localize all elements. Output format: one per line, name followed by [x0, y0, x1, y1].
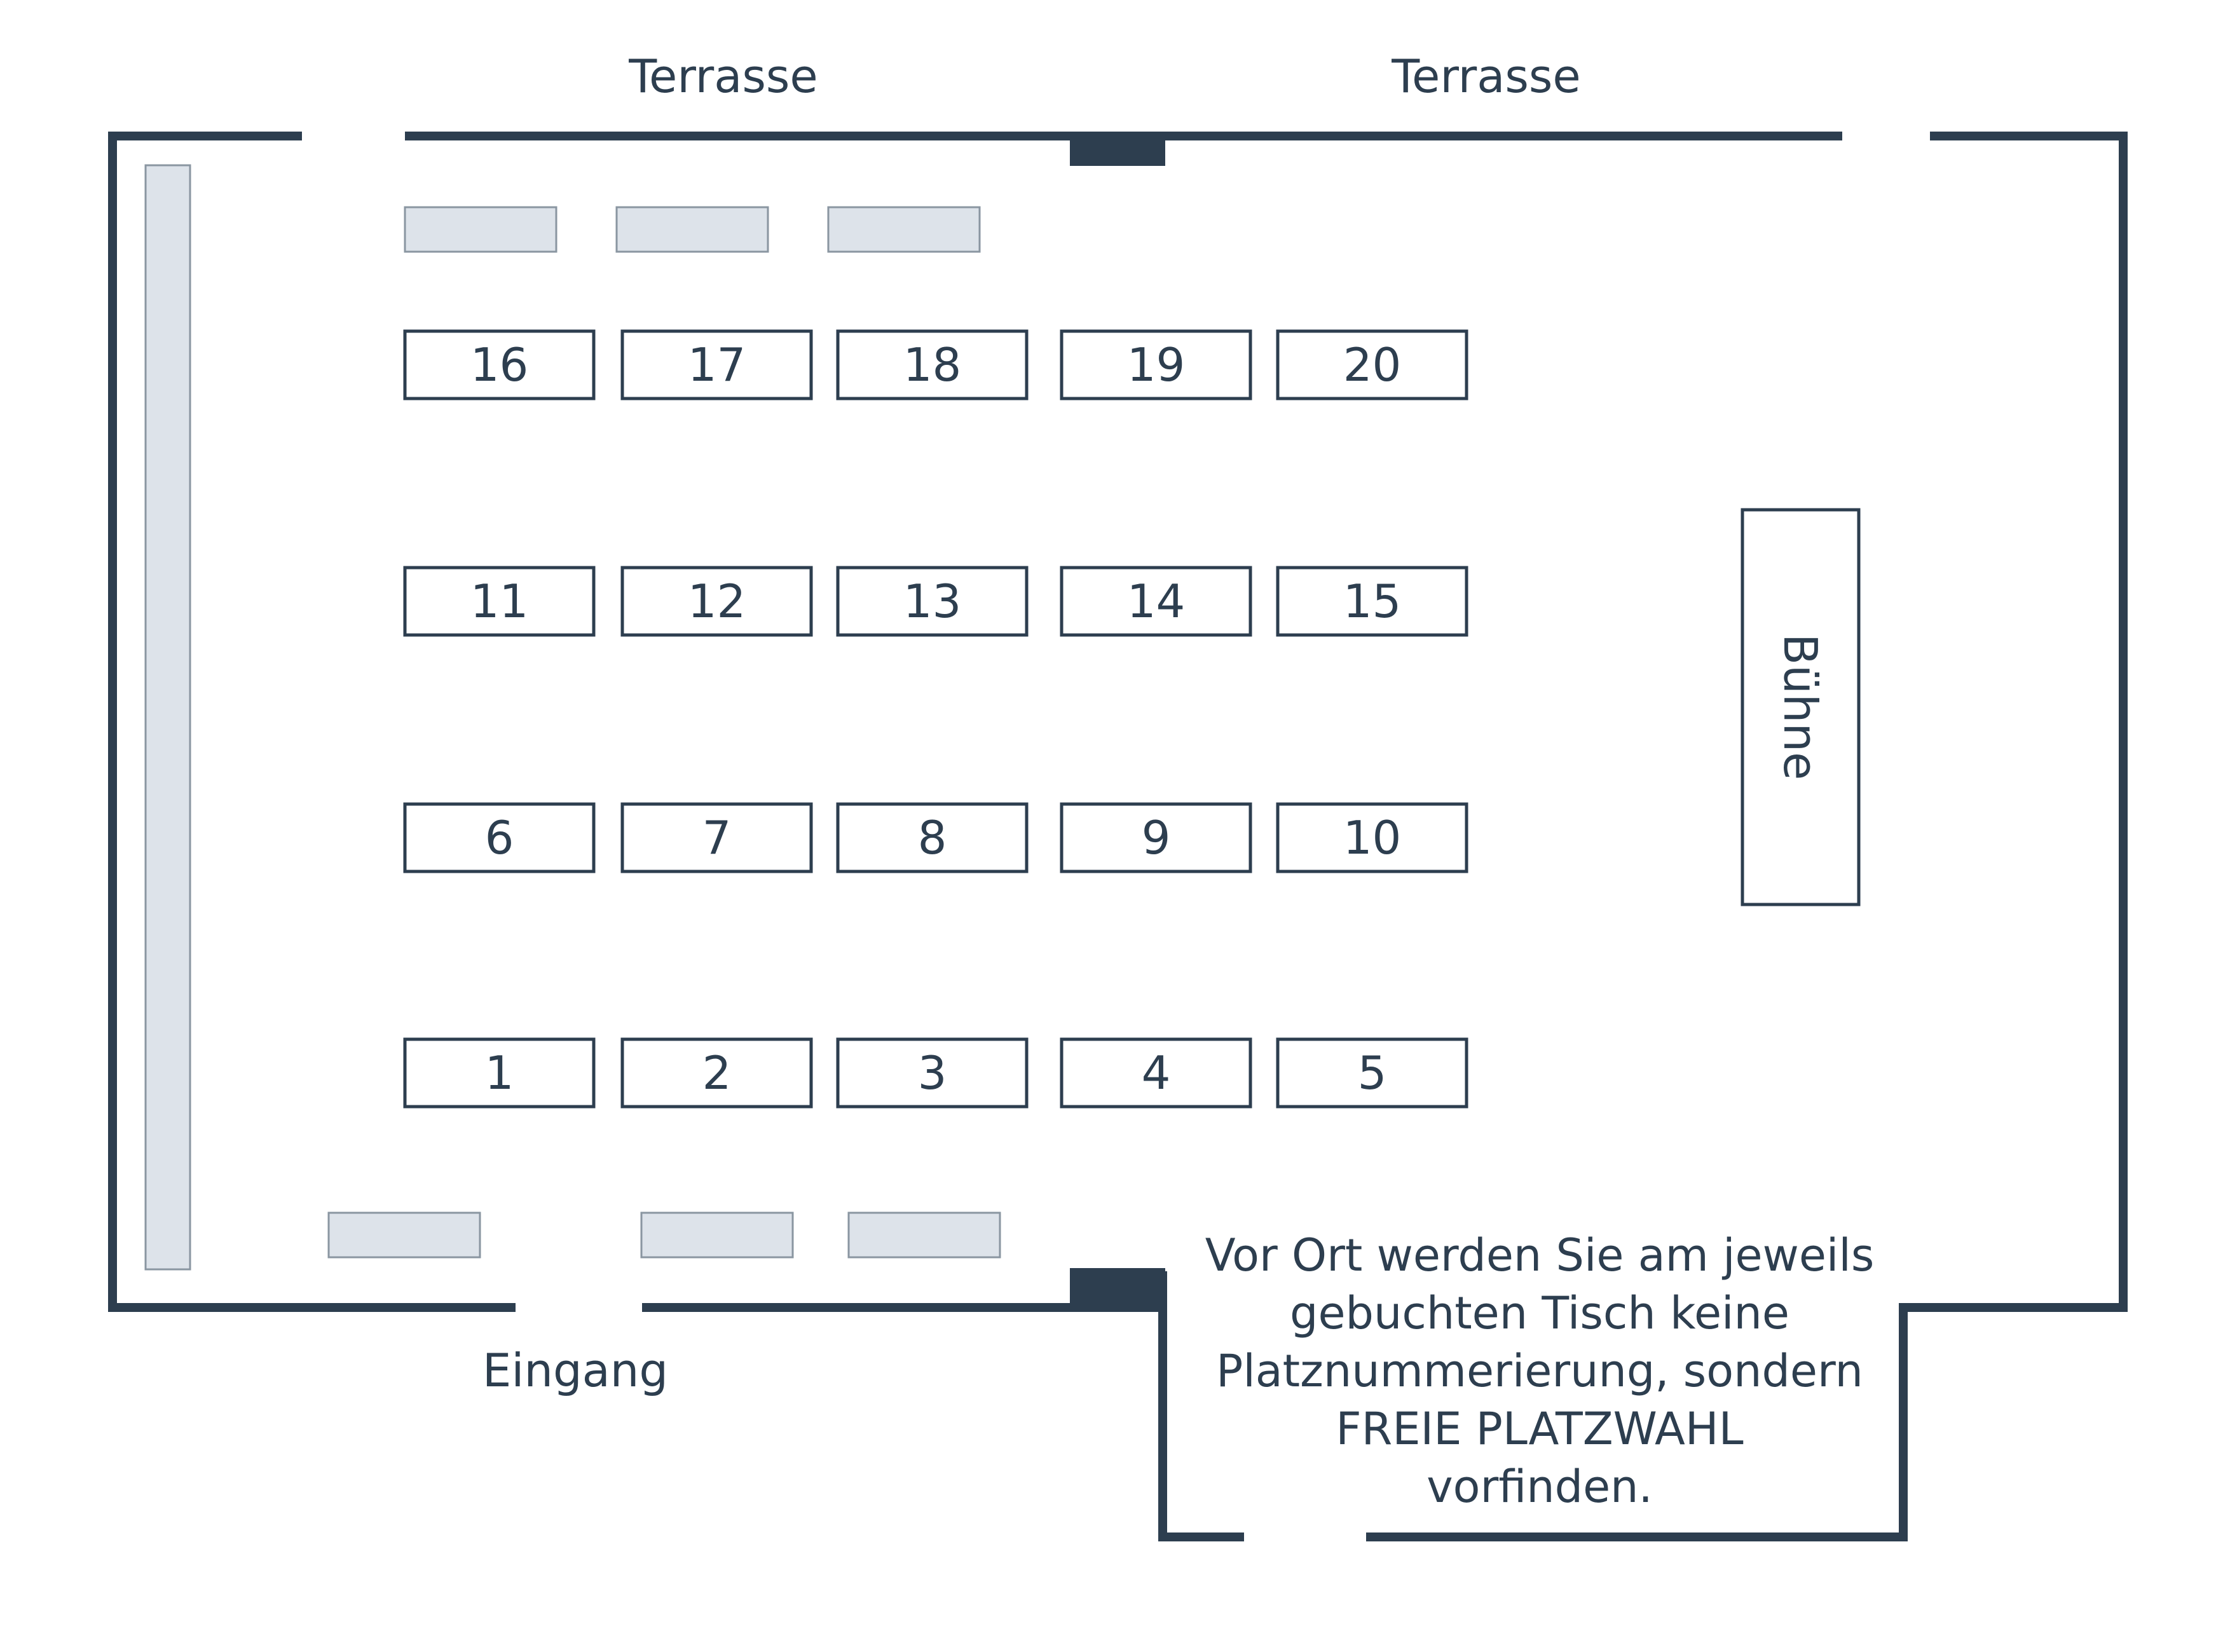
- stage-outline: [1741, 508, 1861, 906]
- table-4: 4: [1060, 1037, 1252, 1109]
- alcove-left-wall: [1158, 1271, 1167, 1541]
- entrance-label: Eingang: [482, 1344, 668, 1397]
- table-outline: [1060, 802, 1252, 873]
- terrace-label-left: Terrasse: [628, 50, 817, 103]
- wall-top-left: [108, 132, 302, 140]
- wall-bottom-right: [1899, 1303, 2128, 1312]
- terrace-label-right: Terrasse: [1391, 50, 1580, 103]
- table-8: 8: [836, 802, 1029, 873]
- table-number: 11: [470, 575, 529, 628]
- table-outline: [1276, 802, 1468, 873]
- table-number: 17: [688, 338, 746, 392]
- walls: [108, 132, 2128, 1541]
- table-5: 5: [1276, 1037, 1468, 1109]
- table-7: 7: [620, 802, 813, 873]
- table-6: 6: [403, 802, 596, 873]
- wall-right: [2119, 132, 2128, 1312]
- table-outline: [836, 1037, 1029, 1109]
- bench-top-2: [615, 206, 769, 253]
- alcove-bottom-left: [1158, 1533, 1244, 1541]
- table-14: 14: [1060, 566, 1252, 637]
- table-13: 13: [836, 566, 1029, 637]
- table-12: 12: [620, 566, 813, 637]
- seating-note: Vor Ort werden Sie am jeweils gebuchten …: [1205, 1229, 1875, 1513]
- table-16: 16: [403, 329, 596, 400]
- table-number: 8: [918, 811, 947, 864]
- note-line-3: Platznummerierung, sondern: [1216, 1345, 1863, 1397]
- table-outline: [1276, 329, 1468, 400]
- table-outline: [1276, 1037, 1468, 1109]
- table-number: 5: [1358, 1046, 1387, 1100]
- table-11: 11: [403, 566, 596, 637]
- table-3: 3: [836, 1037, 1029, 1109]
- table-9: 9: [1060, 802, 1252, 873]
- alcove-bottom-right: [1366, 1533, 1908, 1541]
- table-number: 16: [470, 338, 529, 392]
- wall-left: [108, 132, 117, 1312]
- stage: Bühne: [1741, 508, 1861, 906]
- bench-bottom-1: [327, 1212, 481, 1259]
- table-number: 14: [1127, 575, 1186, 628]
- table-number: 20: [1343, 338, 1402, 392]
- wall-bottom-left: [108, 1303, 516, 1312]
- note-line-1: Vor Ort werden Sie am jeweils: [1205, 1229, 1875, 1281]
- bench-top-3: [827, 206, 981, 253]
- table-20: 20: [1276, 329, 1468, 400]
- table-outline: [1276, 566, 1468, 637]
- table-number: 18: [903, 338, 962, 392]
- table-outline: [836, 566, 1029, 637]
- table-number: 6: [485, 811, 514, 864]
- table-number: 7: [702, 811, 732, 864]
- table-outline: [403, 566, 596, 637]
- furniture: [144, 164, 1001, 1271]
- table-outline: [620, 802, 813, 873]
- bench-top-1: [404, 206, 558, 253]
- table-number: 13: [903, 575, 962, 628]
- pillar-top: [1070, 132, 1165, 166]
- note-line-4: FREIE PLATZWAHL: [1336, 1403, 1743, 1455]
- wall-bottom-middle: [642, 1303, 1167, 1312]
- table-outline: [403, 1037, 596, 1109]
- table-10: 10: [1276, 802, 1468, 873]
- stage-label: Bühne: [1774, 634, 1827, 781]
- table-outline: [403, 329, 596, 400]
- wall-top-right: [1930, 132, 2128, 140]
- table-2: 2: [620, 1037, 813, 1109]
- table-outline: [620, 566, 813, 637]
- table-number: 19: [1127, 338, 1186, 392]
- table-number: 4: [1142, 1046, 1171, 1100]
- table-15: 15: [1276, 566, 1468, 637]
- side-counter: [144, 164, 191, 1271]
- bench-bottom-2: [640, 1212, 794, 1259]
- table-1: 1: [403, 1037, 596, 1109]
- table-19: 19: [1060, 329, 1252, 400]
- table-outline: [836, 329, 1029, 400]
- table-number: 10: [1343, 811, 1402, 864]
- table-number: 3: [918, 1046, 947, 1100]
- table-outline: [836, 802, 1029, 873]
- table-outline: [620, 329, 813, 400]
- bench-bottom-3: [847, 1212, 1001, 1259]
- note-line-5: vorfinden.: [1426, 1461, 1653, 1513]
- table-outline: [1060, 329, 1252, 400]
- table-number: 2: [702, 1046, 732, 1100]
- pillar-bottom: [1070, 1268, 1165, 1306]
- table-outline: [1060, 1037, 1252, 1109]
- alcove-right-wall: [1899, 1303, 1908, 1541]
- table-outline: [620, 1037, 813, 1109]
- table-number: 12: [688, 575, 746, 628]
- table-number: 15: [1343, 575, 1402, 628]
- table-17: 17: [620, 329, 813, 400]
- table-18: 18: [836, 329, 1029, 400]
- table-number: 1: [485, 1046, 514, 1100]
- note-line-2: gebuchten Tisch keine: [1290, 1287, 1789, 1339]
- table-number: 9: [1142, 811, 1171, 864]
- table-outline: [403, 802, 596, 873]
- table-outline: [1060, 566, 1252, 637]
